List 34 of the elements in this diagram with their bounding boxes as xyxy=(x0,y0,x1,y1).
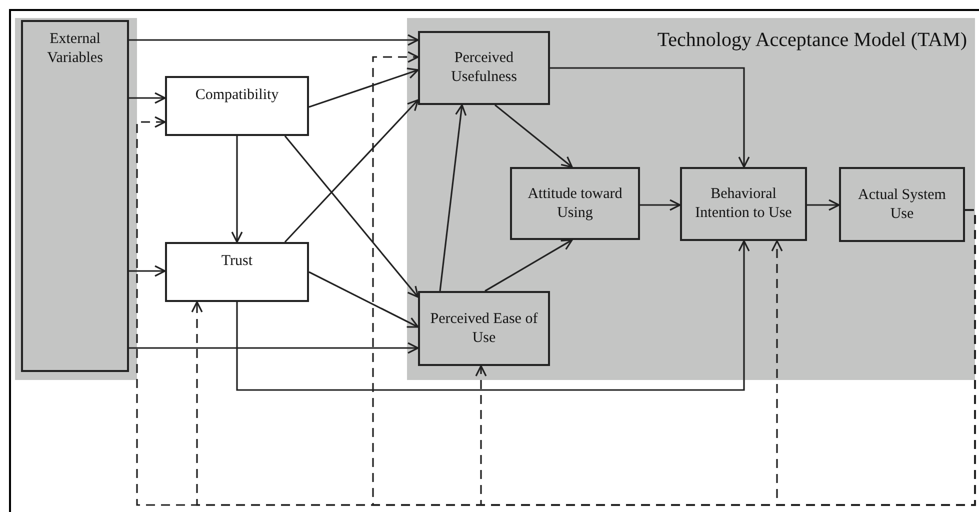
arrow xyxy=(640,199,681,211)
arrow xyxy=(231,136,243,243)
arrow xyxy=(484,239,573,292)
arrow xyxy=(494,104,573,168)
arrow xyxy=(284,136,419,298)
box-label: Attitude toward Using xyxy=(526,184,624,222)
construct-box xyxy=(839,167,965,242)
arrow xyxy=(807,199,840,211)
box-label: Compatibility xyxy=(194,86,280,105)
box-label: Perceived Ease of Use xyxy=(429,310,539,348)
box-label: External Variables xyxy=(46,30,104,68)
arrow xyxy=(129,342,419,354)
arrow xyxy=(439,104,467,292)
construct-box xyxy=(418,291,550,366)
construct-box xyxy=(510,167,640,240)
box-label: Trust xyxy=(220,252,254,271)
construct-box xyxy=(165,242,309,302)
arrow xyxy=(308,271,419,328)
arrow xyxy=(129,265,166,277)
box-label: Actual System Use xyxy=(857,186,947,224)
model-region xyxy=(407,18,975,380)
arrow xyxy=(284,99,419,243)
box-label: Behavioral Intention to Use xyxy=(694,185,793,223)
box-label: Perceived Usefulness xyxy=(450,49,518,87)
arrow xyxy=(129,34,419,46)
construct-box xyxy=(680,167,807,241)
arrow xyxy=(550,67,750,168)
model-title: Technology Acceptance Model (TAM) xyxy=(657,28,967,53)
arrow xyxy=(129,92,166,104)
construct-box xyxy=(21,20,129,372)
arrow xyxy=(308,68,419,108)
construct-box xyxy=(165,76,309,136)
arrow xyxy=(236,240,750,391)
construct-box xyxy=(418,31,550,105)
